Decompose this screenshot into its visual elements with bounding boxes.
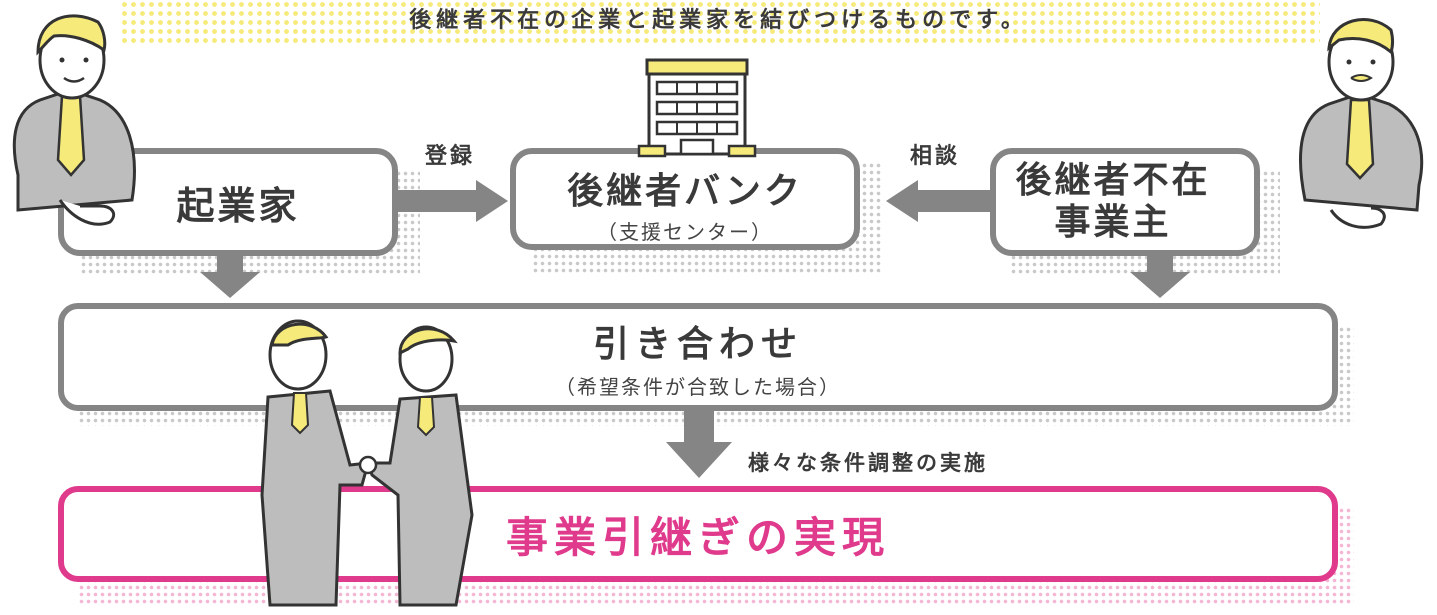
header-text: 後継者不在の企業と起業家を結びつけるものです。 [409,8,1028,33]
bank-subtitle: （支援センター） [597,219,773,244]
owner-title-line2: 事業主 [1054,202,1172,243]
arrow-matching-down [666,410,732,478]
handshake-people-icon [260,319,474,607]
person-right-icon [1299,18,1424,229]
arrow-owner-down [1130,255,1190,298]
bank-title: 後継者バンク [567,170,803,212]
adjust-label: 様々な条件調整の実施 [748,451,988,475]
header-dot-band [120,0,1320,44]
person-left-icon [12,14,136,226]
entrepreneur-title: 起業家 [176,183,300,228]
arrow-entrepreneur-down [200,255,260,298]
arrow-register [398,180,508,222]
arrow-consult [886,180,996,222]
matching-title: 引き合わせ [592,323,803,365]
result-title: 事業引継ぎの実現 [505,512,890,562]
matching-subtitle: （希望条件が合致した場合） [555,374,841,399]
consult-label: 相談 [910,144,961,169]
register-label: 登録 [425,144,476,169]
owner-title-line1: 後継者不在 [1015,160,1211,201]
entrepreneur-node: 起業家 [58,148,398,256]
building-icon [637,58,757,158]
owner-node: 後継者不在 事業主 [990,148,1260,256]
bank-node: 後継者バンク （支援センター） [510,148,860,250]
